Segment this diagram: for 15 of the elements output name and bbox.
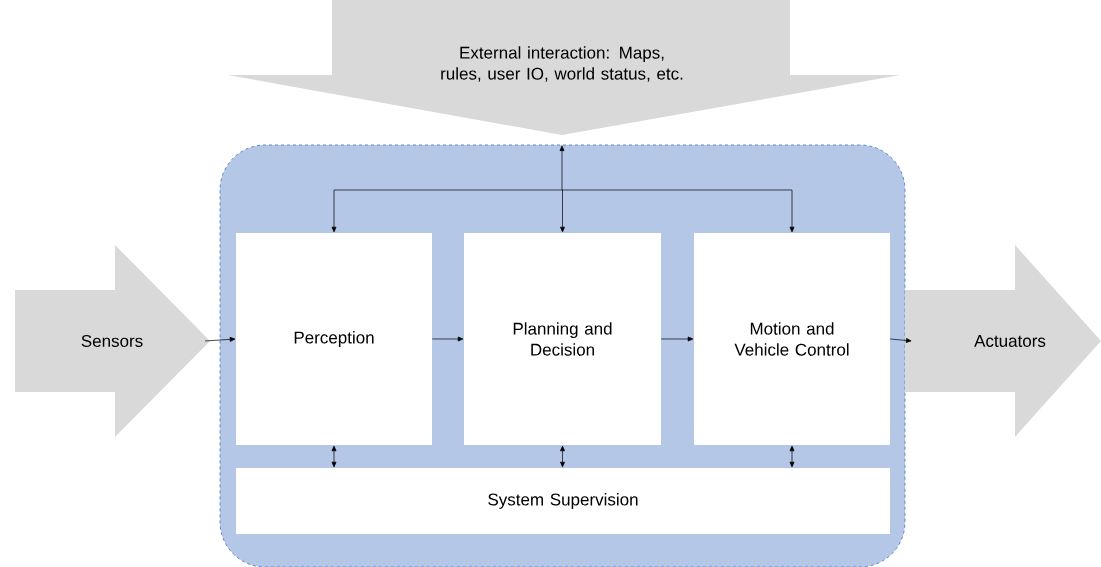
arrow (789, 445, 795, 468)
arrow (889, 338, 912, 343)
supervision-bar: System Supervision (236, 468, 890, 534)
arrow (560, 189, 565, 233)
arrow (331, 189, 563, 233)
arrow (561, 189, 795, 233)
arrow (204, 336, 236, 342)
process-box: Planning and Decision (464, 233, 661, 445)
arrow (559, 145, 565, 191)
arrow (560, 445, 565, 468)
arrow (431, 336, 464, 342)
process-box: Motion and Vehicle Control (694, 233, 890, 445)
process-box: Perception (236, 233, 432, 445)
arrow (660, 336, 694, 342)
arrow (331, 445, 337, 468)
